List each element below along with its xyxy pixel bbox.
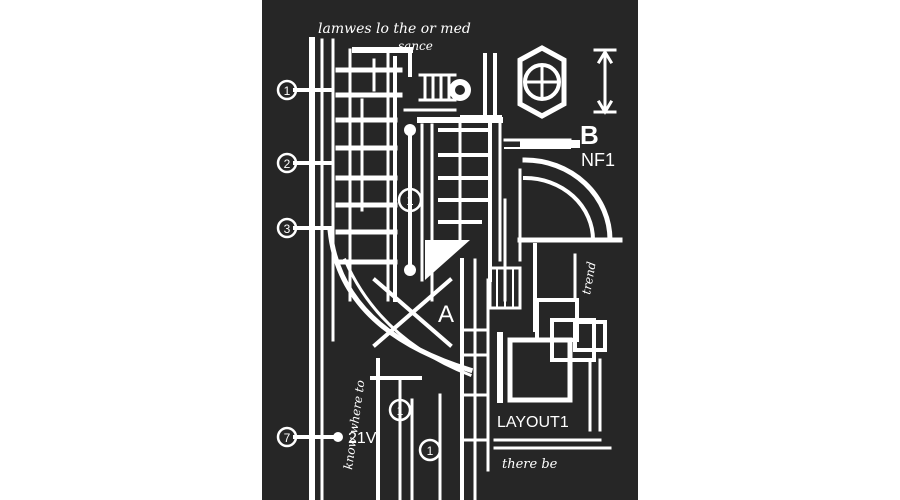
stencil-cutout-shape bbox=[517, 45, 567, 119]
marker-circle-3 bbox=[276, 217, 298, 239]
stencil-cutout-shape bbox=[507, 337, 573, 403]
label-layout: LAYOUT1 bbox=[497, 414, 569, 431]
handwriting-top: lamwes lo the or med bbox=[318, 21, 471, 37]
stencil-cutout-shape bbox=[596, 99, 614, 115]
stencil-cutout-shape bbox=[327, 227, 474, 374]
marker-label-7: 7 bbox=[284, 431, 291, 445]
stencil-cutout-shape bbox=[460, 115, 502, 123]
marker-label-2: 2 bbox=[284, 157, 291, 171]
stencil-cutout-shape bbox=[573, 320, 607, 352]
letter-a: A bbox=[438, 301, 454, 328]
stencil-cutout-shape bbox=[523, 63, 561, 101]
stencil-cutout-shape bbox=[425, 240, 470, 280]
marker-circle-2 bbox=[276, 152, 298, 174]
label-nf1: NF1 bbox=[581, 150, 615, 170]
crosshair-icon bbox=[526, 66, 558, 98]
marker-label-3: 3 bbox=[284, 222, 291, 236]
marker-circle-7 bbox=[276, 426, 298, 448]
stencil-cutout-shape bbox=[596, 49, 614, 65]
handwriting-sance: sance bbox=[398, 39, 433, 53]
hex-nut-icon bbox=[517, 45, 567, 119]
label-b: B bbox=[580, 120, 599, 150]
stencil-cutout-shape bbox=[522, 157, 613, 243]
stencil-cutout-shape bbox=[520, 140, 580, 148]
inner-marker-circle-a bbox=[397, 187, 423, 213]
cutout-shapes bbox=[333, 79, 580, 442]
cutout-lines bbox=[293, 37, 623, 500]
handwriting-trend: trend bbox=[579, 260, 599, 295]
stencil-cutout-shape bbox=[404, 124, 416, 136]
inner-marker-label-b: 1 bbox=[397, 404, 404, 418]
stencil-cutout-shape bbox=[455, 85, 465, 95]
stencil-cutout-shape bbox=[488, 266, 522, 310]
handwriting-there: there be bbox=[502, 457, 558, 472]
inner-marker-circle-b bbox=[388, 398, 412, 422]
stencil-cutout-shape bbox=[333, 432, 343, 442]
stencil-cutout-shape bbox=[372, 277, 453, 348]
label-21v: 21V bbox=[348, 430, 377, 447]
inner-marker-label-a: 1 bbox=[406, 193, 413, 208]
inner-marker-circle-c bbox=[418, 438, 442, 462]
stencil-cutout-shape bbox=[404, 264, 416, 276]
inner-marker-label-c: 1 bbox=[427, 444, 434, 458]
stencil-cutout-shape bbox=[522, 175, 596, 243]
marker-circle-1 bbox=[276, 79, 298, 101]
marker-label-1: 1 bbox=[284, 84, 291, 98]
